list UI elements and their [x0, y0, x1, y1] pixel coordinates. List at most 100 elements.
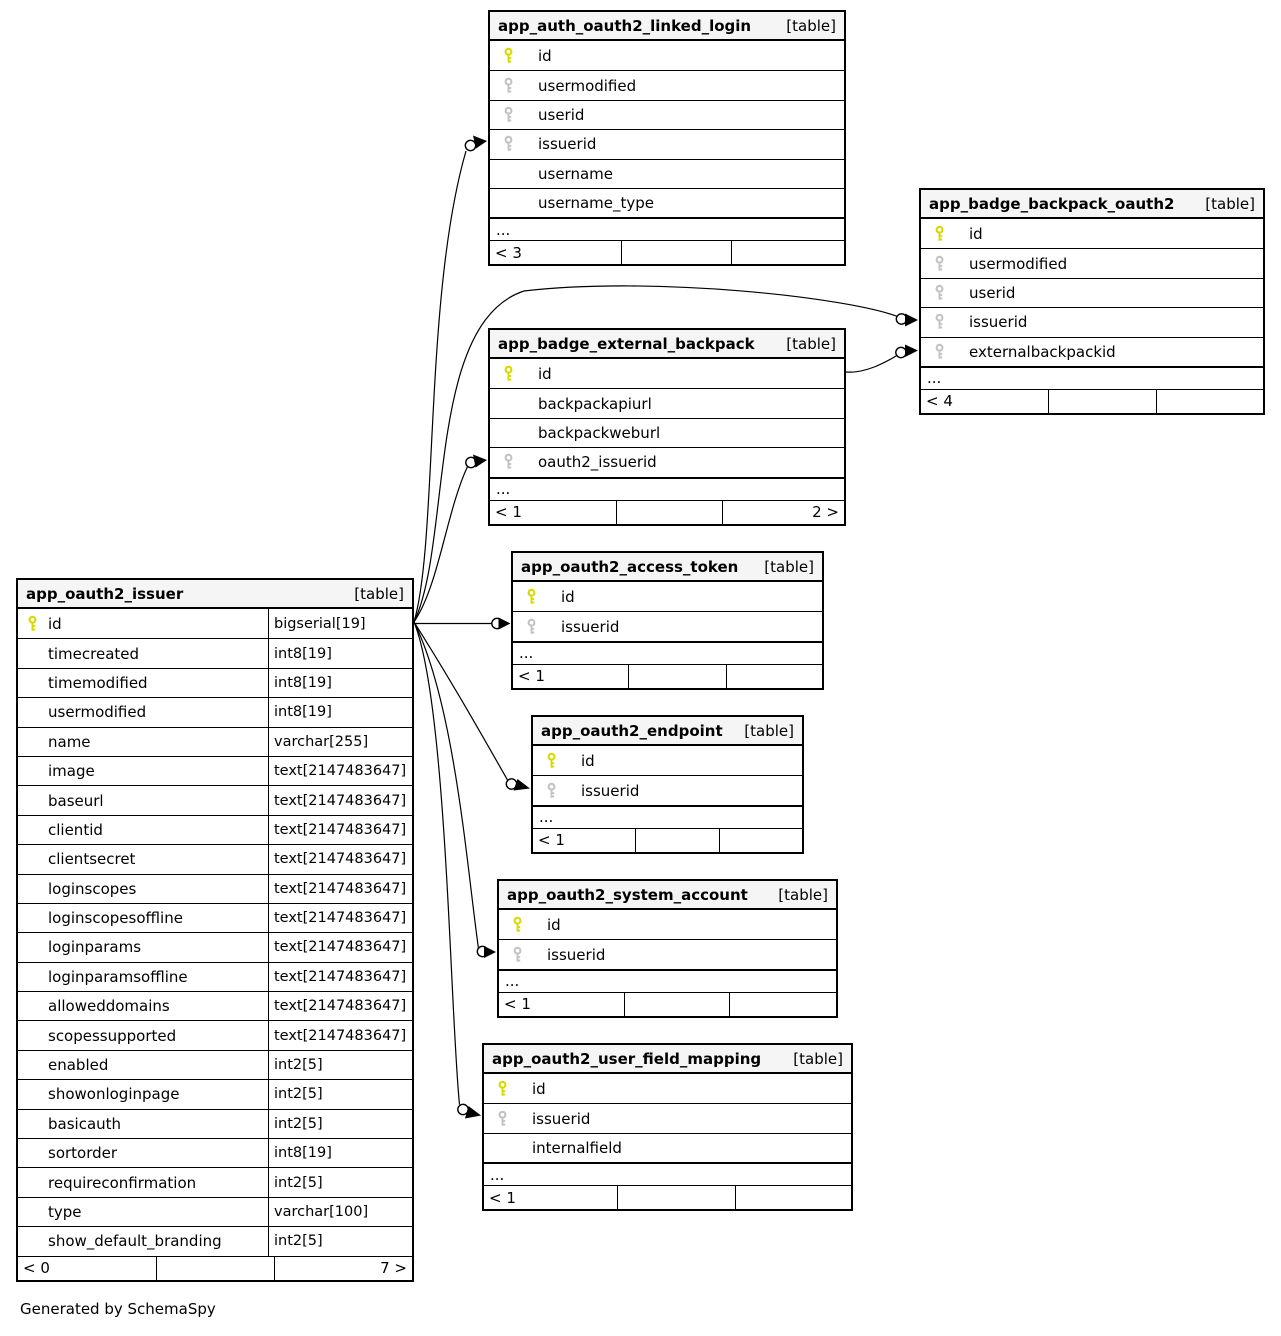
table-header-app_oauth2_system_account[interactable]: app_oauth2_system_account [table]: [499, 881, 836, 910]
foreign-key-arrowhead: [473, 454, 487, 468]
footer-cell-2: 2 >: [722, 500, 844, 524]
column-rows: id issuerid: [513, 582, 822, 641]
column-row-id: id: [484, 1074, 851, 1103]
column-name: usermodified: [969, 254, 1068, 273]
footer-cell-2: [731, 241, 844, 265]
table-name[interactable]: app_oauth2_endpoint: [541, 721, 723, 740]
column-datatype: int8[19]: [268, 1139, 412, 1168]
footer-cell-2: [734, 1186, 851, 1210]
column-name: sortorder: [48, 1144, 118, 1163]
table-name[interactable]: app_auth_oauth2_linked_login: [498, 16, 752, 35]
column-name: userid: [969, 283, 1016, 302]
table-header-app_oauth2_access_token[interactable]: app_oauth2_access_token [table]: [513, 553, 822, 582]
relationship-app_oauth2_issuer.id-to-app_oauth2_endpoint.issuerid: [413, 621, 530, 791]
table-name[interactable]: app_badge_backpack_oauth2: [929, 194, 1175, 213]
column-row-userid: userid: [490, 99, 844, 129]
table-name[interactable]: app_oauth2_issuer: [26, 584, 184, 603]
column-name: externalbackpackid: [969, 342, 1116, 361]
footer-cell-1: [1047, 389, 1157, 413]
primary-key-icon: [513, 916, 522, 932]
column-row-issuerid: issuerid: [499, 939, 836, 968]
relationship-app_oauth2_issuer.id-to-app_auth_oauth2_linked_login.issuerid: [413, 135, 487, 623]
table-type-tag: [table]: [764, 557, 814, 576]
foreign-key-icon: [504, 106, 513, 122]
column-row-id: id: [499, 910, 836, 939]
column-datatype: text[2147483647]: [268, 992, 412, 1021]
footer-cell-0: < 1: [504, 995, 531, 1014]
column-datatype: text[2147483647]: [268, 815, 412, 845]
table-header-app_oauth2_issuer[interactable]: app_oauth2_issuer[table]: [18, 580, 412, 609]
table-header-app_auth_oauth2_linked_login[interactable]: app_auth_oauth2_linked_login[table]: [490, 12, 844, 41]
column-name: usermodified: [538, 76, 637, 95]
footer-cell-0: < 0: [23, 1259, 50, 1278]
column-name: oauth2_issuerid: [538, 453, 657, 472]
column-name: issuerid: [969, 313, 1028, 332]
column-row-issuerid: issuerid: [533, 775, 802, 804]
relationship-line: [413, 150, 467, 623]
zero-or-many-circle-marker: [895, 346, 907, 359]
column-name: image: [48, 762, 95, 781]
table-type-tag: [table]: [778, 885, 828, 904]
foreign-key-icon: [504, 77, 513, 93]
table-header-app_oauth2_endpoint[interactable]: app_oauth2_endpoint[table]: [533, 717, 802, 746]
footer-cell-0: < 4: [926, 392, 953, 411]
column-name: username: [538, 164, 613, 183]
foreign-key-icon: [498, 1110, 507, 1126]
column-name: backpackweburl: [538, 423, 661, 442]
footer-cell-1: [155, 1256, 275, 1280]
foreign-key-icon: [935, 343, 944, 359]
column-name: timemodified: [48, 673, 148, 692]
column-datatype: int2[5]: [268, 1168, 412, 1197]
relationship-line: [413, 466, 469, 623]
table-header-app_badge_external_backpack[interactable]: app_badge_external_backpack[table]: [490, 330, 844, 359]
footer-cell-1: [620, 241, 732, 265]
foreign-key-arrowhead: [484, 946, 496, 958]
column-name: baseurl: [48, 791, 104, 810]
hidden-columns-ellipsis: ...: [499, 968, 836, 992]
column-row-sortorder: sortorder int8[19]: [18, 1138, 412, 1168]
column-name: showonloginpage: [48, 1085, 180, 1104]
relationship-line: [413, 621, 480, 949]
column-datatype: bigserial[19]: [268, 609, 412, 639]
column-row-usermodified: usermodified: [490, 70, 844, 99]
relationship-app_oauth2_issuer.id-to-app_oauth2_system_account.issuerid: [413, 621, 496, 958]
column-datatype: int2[5]: [268, 1050, 412, 1080]
column-name: scopessupported: [48, 1026, 177, 1045]
table-header-app_oauth2_user_field_mapping[interactable]: app_oauth2_user_field_mapping[table]: [484, 1045, 851, 1074]
table-name[interactable]: app_badge_external_backpack: [498, 334, 755, 353]
table-name[interactable]: app_oauth2_access_token: [521, 557, 739, 576]
column-name: id: [532, 1079, 546, 1098]
column-row-backpackweburl: backpackweburl: [490, 417, 844, 447]
footer-cell-2: [1156, 389, 1263, 413]
column-name: id: [561, 587, 575, 606]
table-header-app_badge_backpack_oauth2[interactable]: app_badge_backpack_oauth2[table]: [921, 190, 1263, 219]
relationship-line: [845, 354, 898, 373]
table-name[interactable]: app_oauth2_system_account: [507, 885, 748, 904]
table-name[interactable]: app_oauth2_user_field_mapping: [492, 1049, 762, 1068]
foreign-key-arrowhead: [905, 313, 918, 327]
column-row-image: image text[2147483647]: [18, 755, 412, 786]
relations-count-footer: < 3: [490, 240, 844, 265]
relations-count-footer: < 4: [921, 388, 1263, 413]
table-app_oauth2_access_token: app_oauth2_access_token [table] id issuerid…: [511, 551, 824, 690]
relations-count-footer: < 1: [533, 827, 802, 852]
column-name: loginparamsoffline: [48, 967, 188, 986]
column-row-issuerid: issuerid: [513, 611, 822, 640]
footer-cell-0: < 1: [489, 1188, 516, 1207]
column-datatype: text[2147483647]: [268, 756, 412, 786]
hidden-columns-ellipsis: ...: [490, 217, 844, 240]
